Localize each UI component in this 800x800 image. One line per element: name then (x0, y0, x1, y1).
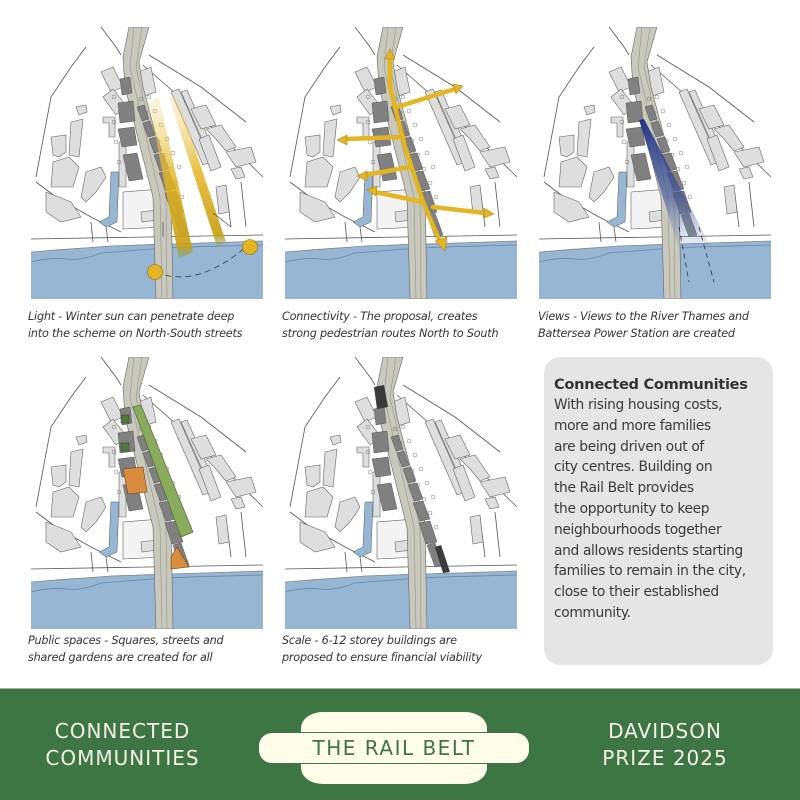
sun-position-icon (242, 239, 258, 255)
diagram-light (31, 27, 263, 299)
tall-building (435, 545, 450, 573)
infobox-line: and allows residents starting (554, 542, 743, 559)
sun-shaft-1 (149, 97, 193, 259)
diagram-views (539, 27, 771, 299)
courtyard-garden (120, 442, 130, 452)
route-arrows (342, 54, 488, 245)
infobox-line: the opportunity to keep (554, 500, 710, 517)
infobox-line: neighbourhoods together (554, 521, 722, 538)
infobox-line: families to remain in the city, (554, 563, 746, 580)
view-cone (639, 119, 711, 249)
tall-building (374, 385, 388, 409)
sun-shaft-2 (169, 95, 226, 247)
infobox-line: community. (554, 604, 631, 621)
caption-connectivity: Connectivity - The proposal, creates str… (282, 310, 499, 340)
project-title: THE RAIL BELT (312, 736, 476, 760)
diagram-public-spaces (31, 357, 263, 629)
infobox-line: the Rail Belt provides (554, 480, 694, 497)
caption-light: Light - Winter sun can penetrate deep in… (28, 310, 243, 340)
footer-left-title: CONNECTED COMMUNITIES (45, 719, 200, 770)
infobox-line: close to their established (554, 584, 719, 601)
caption-scale: Scale - 6-12 storey buildings are propos… (282, 634, 482, 664)
sun-position-icon (147, 264, 163, 280)
infobox-line: are being driven out of (554, 438, 704, 455)
public-square (170, 546, 190, 570)
infobox-line: city centres. Building on (554, 459, 713, 476)
public-square (122, 466, 148, 495)
rail-belt-totem-logo: THE RAIL BELT (258, 712, 530, 784)
diagram-connectivity (285, 27, 517, 299)
infobox-line: With rising housing costs, (554, 397, 723, 413)
connected-communities-infobox: Connected Communities With rising housin… (544, 357, 773, 665)
footer-right-title: DAVIDSON PRIZE 2025 (602, 719, 728, 770)
totem-bar: THE RAIL BELT (258, 732, 530, 764)
shared-garden (132, 404, 194, 538)
infobox-title: Connected Communities (554, 376, 748, 393)
caption-public-spaces: Public spaces - Squares, streets and sha… (28, 634, 224, 664)
footer-banner: CONNECTED COMMUNITIES THE RAIL BELT DAVI… (0, 688, 800, 800)
caption-views: Views - Views to the River Thames and Ba… (538, 310, 749, 340)
courtyard-garden (120, 414, 130, 424)
diagram-scale (285, 357, 517, 629)
infobox-line: more and more families (554, 417, 711, 434)
